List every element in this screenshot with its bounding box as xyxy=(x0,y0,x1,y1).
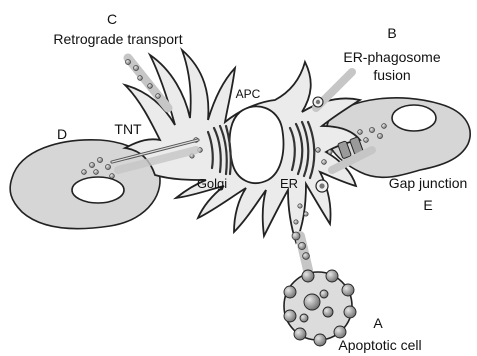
label-b-letter: B xyxy=(387,25,396,41)
label-golgi: Golgi xyxy=(197,176,227,191)
label-fusion: fusion xyxy=(373,67,410,83)
label-apc: APC xyxy=(236,87,261,101)
label-retrograde: Retrograde transport xyxy=(53,31,182,47)
label-e-letter: E xyxy=(423,197,432,213)
apc-cell xyxy=(125,50,360,242)
label-d-letter: D xyxy=(57,126,67,142)
apc-nucleus xyxy=(230,106,284,183)
label-gap-junction: Gap junction xyxy=(389,175,468,191)
label-apoptotic-cell: Apoptotic cell xyxy=(338,337,421,353)
label-er-phagosome: ER-phagosome xyxy=(343,49,440,65)
cell-d-nucleus xyxy=(72,177,124,203)
apoptotic-cell xyxy=(284,232,356,346)
label-c-letter: C xyxy=(107,11,117,27)
cell-d xyxy=(10,140,160,229)
cell-e-nucleus xyxy=(392,105,436,131)
label-tnt: TNT xyxy=(114,121,142,137)
label-er: ER xyxy=(280,176,298,191)
label-a-letter: A xyxy=(373,315,383,331)
